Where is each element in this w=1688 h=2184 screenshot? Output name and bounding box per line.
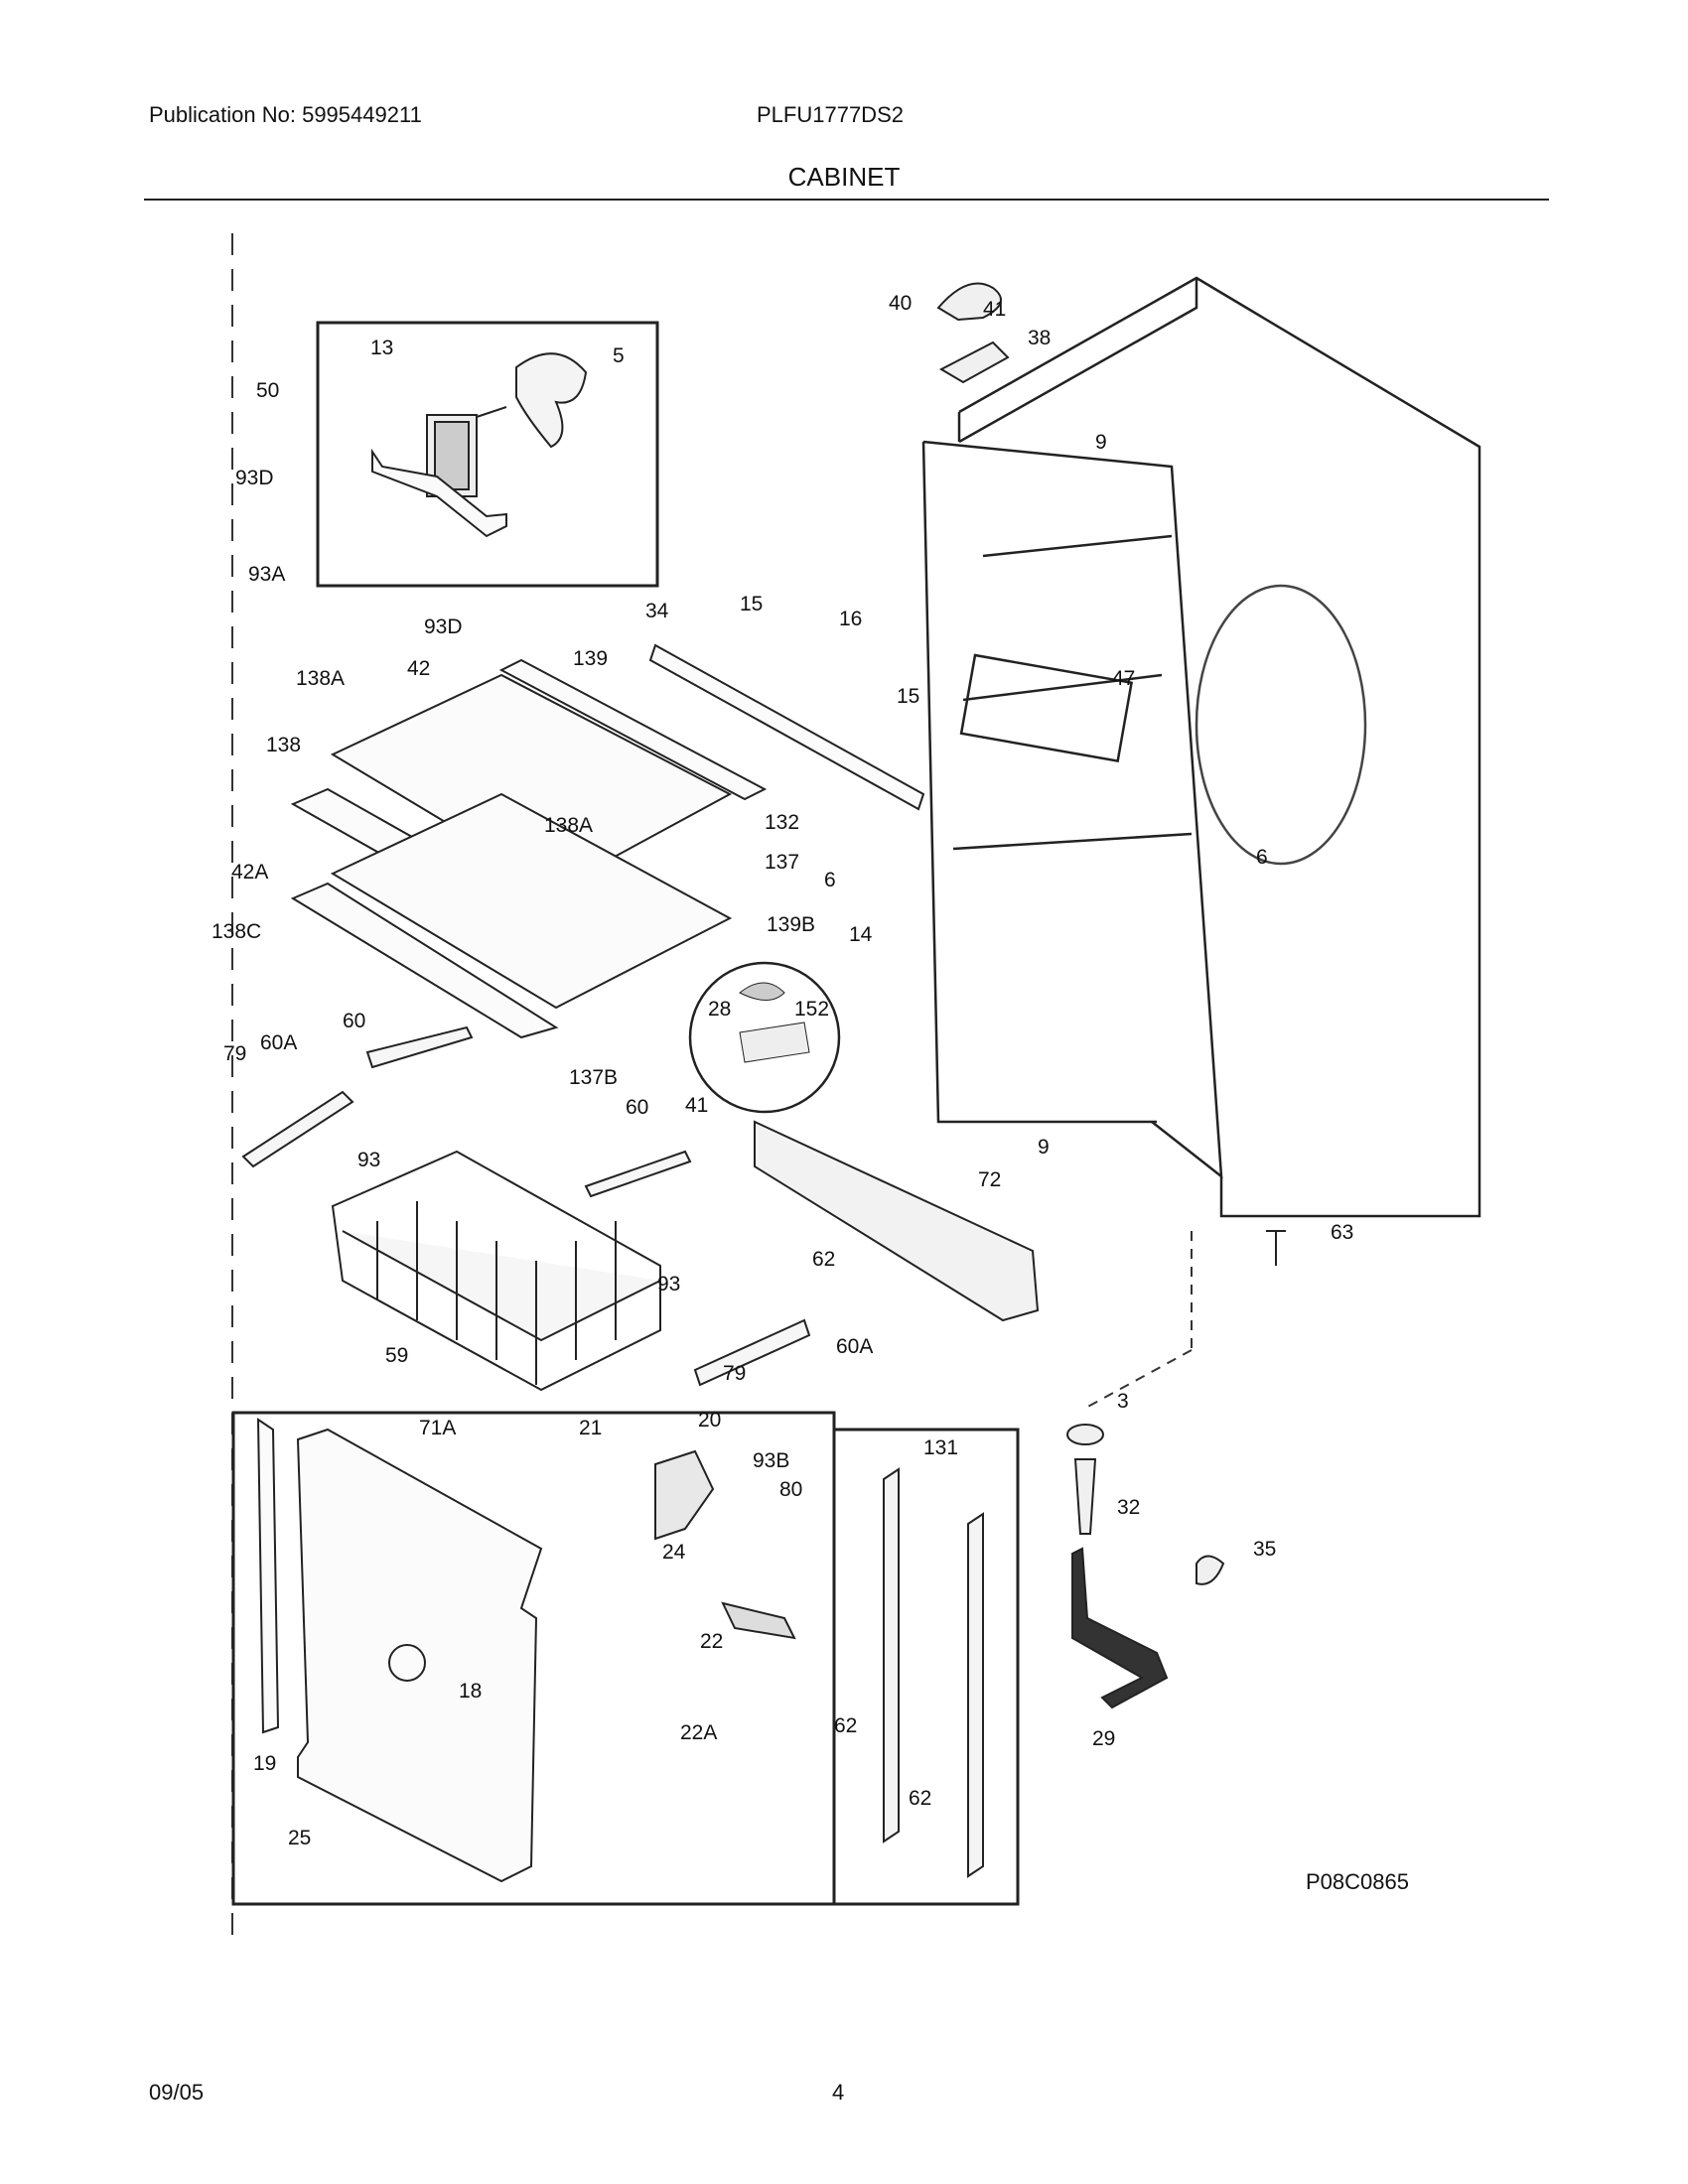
callout-label: 79 xyxy=(723,1362,746,1385)
callout-label: 13 xyxy=(370,337,393,359)
callout-label: 59 xyxy=(385,1344,408,1367)
callout-label: 16 xyxy=(839,608,862,630)
callout-label: 138A xyxy=(544,814,593,837)
callout-label: 22 xyxy=(700,1630,723,1653)
fan-motor xyxy=(371,352,588,538)
shelf-assemblies xyxy=(290,643,925,1039)
callout-label: 50 xyxy=(256,379,279,402)
fan-motor-inset-box xyxy=(316,321,659,588)
kick-plate xyxy=(754,1120,1040,1322)
callout-label: 41 xyxy=(685,1094,708,1117)
callout-label: 47 xyxy=(1112,667,1135,690)
callout-label: 9 xyxy=(1038,1136,1050,1159)
shelf-standards xyxy=(883,1467,984,1878)
callout-label: 20 xyxy=(698,1409,721,1432)
callout-label: 60 xyxy=(626,1096,648,1119)
callout-label: 93 xyxy=(357,1149,380,1171)
callout-label: 14 xyxy=(849,923,873,946)
callout-label: 93A xyxy=(248,563,285,586)
callout-label: 19 xyxy=(253,1752,276,1775)
callout-label: 62 xyxy=(909,1787,931,1810)
callout-label: 137B xyxy=(569,1066,618,1089)
callout-label: 93D xyxy=(424,615,463,638)
callout-label: 6 xyxy=(824,869,836,891)
callout-label: 62 xyxy=(812,1248,835,1271)
hinge-detail-circle xyxy=(688,961,841,1114)
callout-label: 71A xyxy=(419,1417,456,1439)
evaporator-cover xyxy=(256,1418,796,1883)
drawing-code: P08C0865 xyxy=(1306,1869,1409,1894)
callout-label: 138 xyxy=(266,734,301,756)
callout-label: 139B xyxy=(767,913,815,936)
callout-label: 138A xyxy=(296,667,345,690)
callout-label: 40 xyxy=(889,292,912,315)
callout-label: 38 xyxy=(1028,327,1051,349)
callout-label: 72 xyxy=(978,1168,1001,1191)
callout-label: 93D xyxy=(235,467,274,489)
callout-label: 28 xyxy=(708,998,731,1021)
page-number: 4 xyxy=(832,2080,845,2105)
header-divider xyxy=(144,199,1549,201)
callout-labels: 40 41 38 13 5 50 93D 93A 93D 9 34 15 16 … xyxy=(211,292,1353,1849)
callout-label: 131 xyxy=(923,1436,958,1459)
callout-label: 25 xyxy=(288,1827,311,1849)
callout-label: 63 xyxy=(1331,1221,1353,1244)
callout-label: 32 xyxy=(1117,1496,1140,1519)
cabinet-body xyxy=(921,276,1481,1218)
callout-label: 132 xyxy=(765,811,799,834)
model-number: PLFU1777DS2 xyxy=(757,102,904,127)
callout-label: 34 xyxy=(645,600,669,622)
callout-label: 42A xyxy=(231,861,268,884)
callout-label: 21 xyxy=(579,1417,602,1439)
basket-and-rails xyxy=(241,1025,811,1392)
callout-label: 137 xyxy=(765,851,799,874)
right-parts xyxy=(1066,1230,1286,1709)
callout-label: 60A xyxy=(260,1031,297,1054)
callout-label: 15 xyxy=(740,593,763,615)
publication-number: Publication No: 5995449211 xyxy=(149,102,422,127)
callout-label: 3 xyxy=(1117,1390,1129,1413)
callout-label: 152 xyxy=(794,998,829,1021)
lower-inset-box-right xyxy=(832,1428,1020,1906)
callout-label: 93B xyxy=(753,1449,789,1472)
callout-label: 41 xyxy=(983,298,1006,321)
callout-label: 35 xyxy=(1253,1538,1276,1561)
callout-label: 15 xyxy=(897,685,919,708)
callout-label: 9 xyxy=(1095,431,1107,454)
callout-label: 42 xyxy=(407,657,430,680)
callout-label: 6 xyxy=(1256,846,1268,869)
callout-label: 18 xyxy=(459,1680,482,1703)
callout-label: 24 xyxy=(662,1541,686,1564)
callout-label: 138C xyxy=(211,920,261,943)
footer-date: 09/05 xyxy=(149,2080,205,2105)
callout-label: 5 xyxy=(613,344,625,367)
callout-label: 22A xyxy=(680,1721,717,1744)
callout-label: 80 xyxy=(779,1478,802,1501)
callout-label: 79 xyxy=(223,1042,246,1065)
callout-label: 60A xyxy=(836,1335,873,1358)
callout-label: 29 xyxy=(1092,1727,1115,1750)
top-hinge xyxy=(936,282,1010,384)
callout-label: 93 xyxy=(657,1273,680,1296)
page-title: CABINET xyxy=(787,162,901,192)
callout-label: 60 xyxy=(343,1010,365,1032)
callout-label: 62 xyxy=(834,1714,857,1737)
callout-label: 139 xyxy=(573,647,608,670)
